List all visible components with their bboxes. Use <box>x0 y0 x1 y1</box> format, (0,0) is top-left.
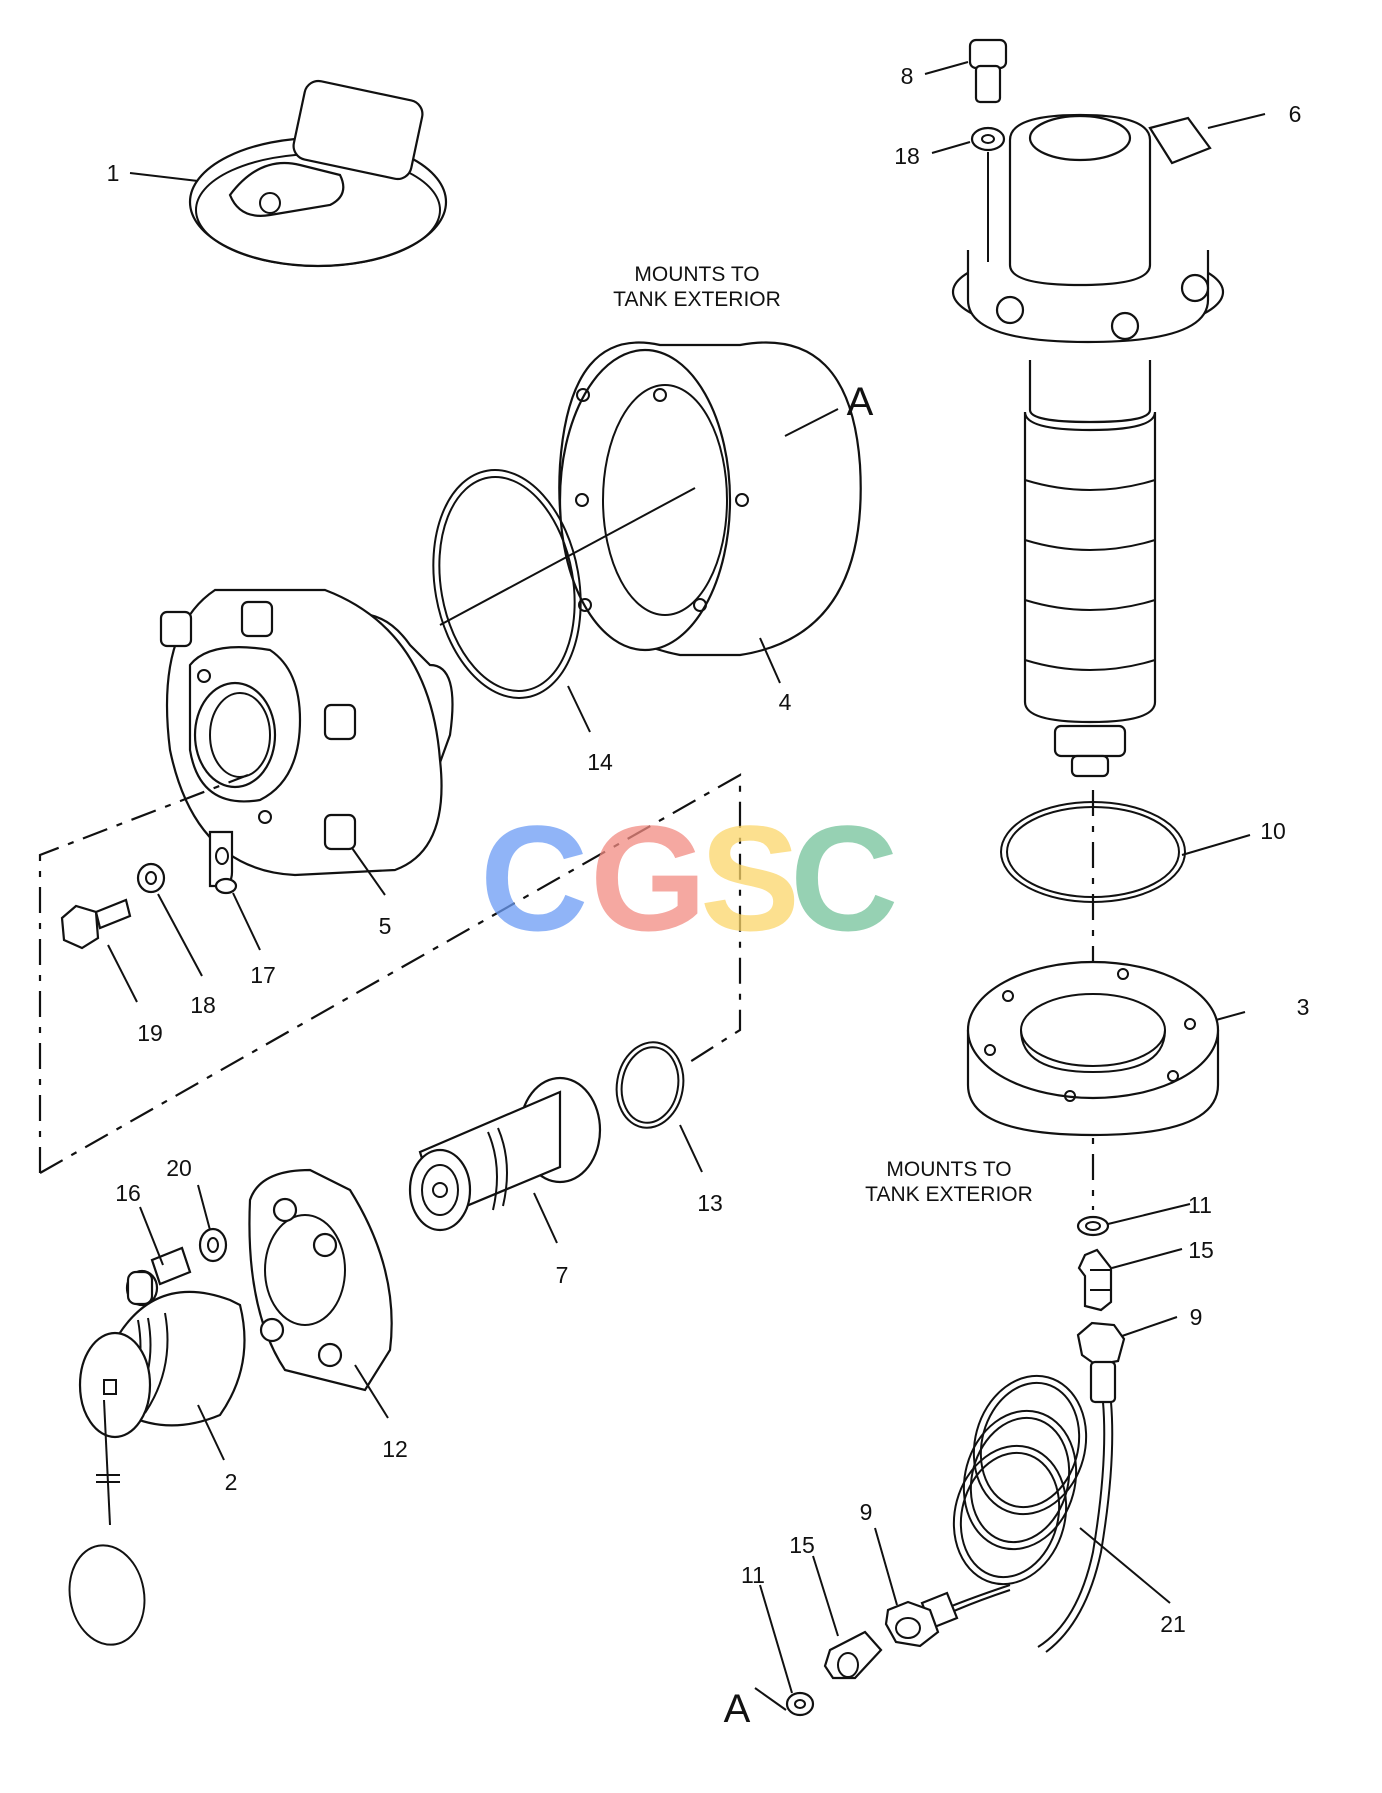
part-2-cap <box>68 1290 246 1646</box>
callout-17: 17 <box>250 962 276 988</box>
callout-6: 6 <box>1289 101 1302 127</box>
callout-15-right: 15 <box>1188 1237 1214 1263</box>
callout-13: 13 <box>697 1190 723 1216</box>
part-15-connector-bottom <box>823 1630 883 1680</box>
callout-18-left: 18 <box>190 992 216 1018</box>
watermark-letter-s: S <box>700 794 800 962</box>
part-16-bolt <box>125 1246 192 1307</box>
watermark-letter-c2: C <box>790 794 898 962</box>
callout-12: 12 <box>382 1436 408 1462</box>
part-12-flange <box>248 1168 393 1392</box>
assembly-axis-upper <box>439 487 696 626</box>
part-17-clip <box>208 830 238 895</box>
callout-5: 5 <box>379 913 392 939</box>
callout-2: 2 <box>225 1469 238 1495</box>
callout-16: 16 <box>115 1180 141 1206</box>
watermark-letter-g: G <box>590 794 707 962</box>
callout-4: 4 <box>779 689 792 715</box>
note-mounts-bottom-line2: TANK EXTERIOR <box>865 1183 1033 1206</box>
part-13-oring <box>615 1041 685 1129</box>
callout-20: 20 <box>166 1155 192 1181</box>
part-6-sensor-housing <box>951 113 1225 778</box>
ref-letter-a-top: A <box>847 380 874 424</box>
part-15-connector-right <box>1077 1248 1113 1312</box>
part-18-washer-left <box>136 862 166 894</box>
callout-7: 7 <box>556 1262 569 1288</box>
part-18-washer-right <box>970 126 1006 262</box>
callout-9-right: 9 <box>1190 1304 1203 1330</box>
leader-lines <box>107 61 1266 1711</box>
ref-letter-a-bottom: A <box>724 1687 751 1731</box>
part-20-washer <box>198 1227 228 1263</box>
part-11-seal-right <box>1076 1215 1110 1237</box>
part-9-nut-right <box>1076 1321 1126 1367</box>
watermark-cgsc: C G S C <box>480 794 898 962</box>
callout-19: 19 <box>137 1020 163 1046</box>
callout-14: 14 <box>587 749 613 775</box>
part-11-seal-bottom <box>785 1691 815 1717</box>
part-9-nut-bottom <box>884 1600 940 1648</box>
part-1-cover <box>188 79 448 268</box>
part-5-valve-body <box>159 588 454 877</box>
watermark-letter-c1: C <box>480 794 588 962</box>
callout-8: 8 <box>901 63 914 89</box>
callout-21: 21 <box>1160 1611 1186 1637</box>
assembly-boundary <box>38 773 742 1174</box>
callout-1: 1 <box>107 160 120 186</box>
note-mounts-bottom-line1: MOUNTS TO <box>886 1158 1011 1181</box>
part-14-oring <box>432 469 582 699</box>
part-3-flange <box>966 960 1220 1137</box>
note-mounts-top-line1: MOUNTS TO <box>634 263 759 286</box>
part-10-oring <box>1000 801 1186 903</box>
callout-11-bottom: 11 <box>741 1562 765 1588</box>
part-8-bolt <box>968 38 1008 104</box>
callout-11-right: 11 <box>1188 1192 1212 1218</box>
callout-9-bottom: 9 <box>860 1499 873 1525</box>
note-mounts-top-line2: TANK EXTERIOR <box>613 288 781 311</box>
part-21-hose <box>919 1360 1117 1653</box>
callout-18-right: 18 <box>894 143 920 169</box>
part-4-flange <box>558 341 862 657</box>
part-7-probe-adapter <box>408 1076 602 1232</box>
part-19-bolt <box>60 898 132 950</box>
callout-3: 3 <box>1297 994 1310 1020</box>
callout-15-bottom: 15 <box>789 1532 815 1558</box>
callout-10: 10 <box>1260 818 1286 844</box>
